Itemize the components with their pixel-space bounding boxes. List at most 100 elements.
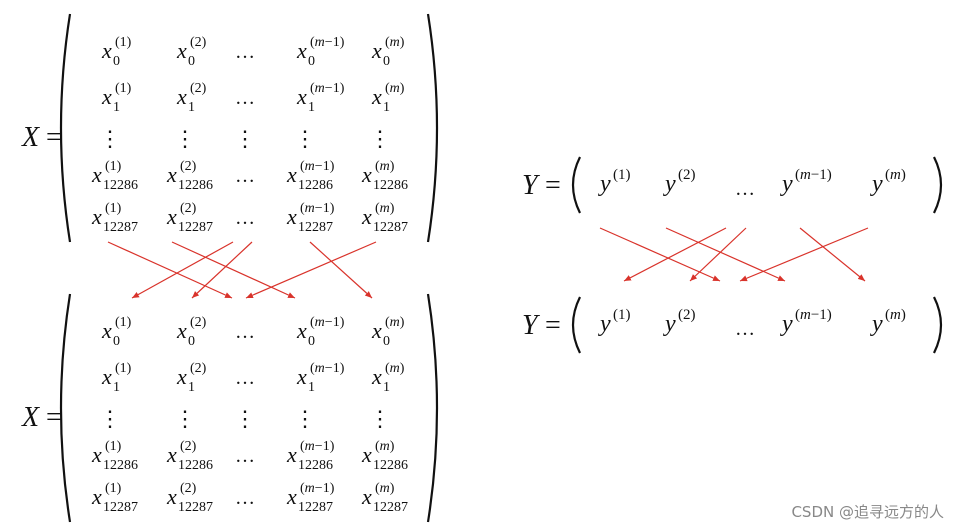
matrix-entry: x(1) 12287	[91, 201, 138, 235]
entry-superscript: (2)	[678, 307, 696, 323]
matrix-entry: x(1) 0	[101, 35, 132, 69]
entry-subscript: 12286	[103, 458, 138, 473]
matrix-entry: x(m−1)1	[296, 361, 345, 395]
vdots-cell: ⋮	[369, 126, 391, 151]
entry-superscript: (2)	[180, 159, 197, 174]
entry-superscript: (1)	[105, 201, 122, 216]
entry-superscript: (m)	[385, 81, 405, 96]
entry-base: x	[361, 162, 372, 187]
entry-subscript: 0	[383, 334, 390, 349]
entry-base: y	[870, 171, 883, 197]
entry-subscript: 12286	[373, 178, 408, 193]
vdots-cell: ⋮	[99, 406, 121, 431]
entry-base: x	[176, 364, 187, 389]
matrix-entry: x(1)12286	[91, 159, 138, 193]
matrix-entry: x(m)12287	[361, 201, 408, 235]
matrix-entry: x(1) 12287	[91, 481, 138, 515]
entry-base: y	[780, 311, 793, 337]
entry-base: x	[361, 484, 372, 509]
matrix-entry: x(1)0	[101, 315, 132, 349]
entry-superscript: (2)	[190, 315, 207, 330]
entry-base: x	[286, 484, 297, 509]
entry-subscript: 12286	[298, 458, 333, 473]
hdots-cell: …	[235, 445, 255, 467]
left-paren	[571, 156, 581, 214]
entry-base: x	[166, 204, 177, 229]
entry-base: x	[371, 364, 382, 389]
entry-base: x	[101, 38, 112, 63]
entry-base: x	[286, 442, 297, 467]
entry-base: y	[780, 171, 793, 197]
entry-subscript: 0	[113, 54, 120, 69]
equals-sign: =	[46, 122, 62, 153]
entry-superscript: (m−1)	[300, 481, 335, 496]
matrix-entry: x(m)0	[371, 35, 405, 69]
vector-entry: y(m)	[870, 307, 906, 337]
entry-superscript: (1)	[613, 307, 631, 323]
entry-base: x	[296, 84, 307, 109]
entry-superscript: (1)	[115, 315, 132, 330]
matrix-entry: x(1)12286	[91, 439, 138, 473]
entry-superscript: (m)	[385, 315, 405, 330]
vdots-cell: ⋮	[234, 126, 256, 151]
entry-subscript: 1	[188, 100, 195, 115]
shuffle-arrow	[171, 241, 296, 299]
entry-subscript: 0	[188, 334, 195, 349]
equals-sign: =	[545, 310, 561, 341]
matrix-entry: x(1)1	[101, 361, 132, 395]
entry-subscript: 12286	[103, 178, 138, 193]
entry-subscript: 12287	[103, 500, 138, 515]
shuffle-arrow	[799, 227, 866, 282]
entry-subscript: 12287	[373, 500, 408, 515]
entry-subscript: 1	[188, 380, 195, 395]
vector-entry: y(1)	[598, 167, 631, 197]
entry-superscript: (2)	[190, 81, 207, 96]
entry-superscript: (1)	[105, 481, 122, 496]
entry-base: y	[663, 171, 676, 197]
matrix-entry: x(m−1)12287	[286, 481, 335, 515]
entry-base: x	[176, 38, 187, 63]
vector-entry: y(2)	[663, 167, 696, 197]
entry-base: x	[286, 204, 297, 229]
hdots-cell: …	[235, 41, 255, 63]
entry-base: x	[91, 484, 102, 509]
entry-base: x	[101, 318, 112, 343]
right-paren	[933, 296, 943, 354]
vector-entry: y(2)	[663, 307, 696, 337]
entry-superscript: (2)	[190, 35, 207, 50]
entry-subscript: 12286	[298, 178, 333, 193]
right-paren	[426, 13, 439, 243]
entry-superscript: (1)	[613, 167, 631, 183]
entry-base: y	[663, 311, 676, 337]
entry-superscript: (m)	[375, 439, 395, 454]
entry-subscript: 1	[113, 100, 120, 115]
entry-base: x	[286, 162, 297, 187]
entry-base: x	[371, 38, 382, 63]
left-paren	[59, 13, 72, 243]
hdots-cell: …	[235, 367, 255, 389]
matrix-entry: x(m−1)0	[296, 35, 345, 69]
entry-base: x	[296, 318, 307, 343]
matrix-entry: x(2)12286	[166, 159, 213, 193]
entry-superscript: (1)	[115, 35, 132, 50]
entry-base: x	[91, 162, 102, 187]
entry-base: y	[870, 311, 883, 337]
matrix-entry: x(m)12286	[361, 159, 408, 193]
matrix-entry: x(1)1	[101, 81, 132, 115]
entry-superscript: (1)	[115, 81, 132, 96]
matrix-entry: x(2)0	[176, 315, 207, 349]
matrix-entry: x(2)12286	[166, 439, 213, 473]
equals-sign: =	[545, 170, 561, 201]
entry-superscript: (m)	[375, 481, 395, 496]
vector-entry: y(m)	[870, 167, 906, 197]
right-paren	[426, 293, 439, 523]
matrix-entry: x(m−1)1	[296, 81, 345, 115]
entry-subscript: 0	[188, 54, 195, 69]
entry-subscript: 12287	[103, 220, 138, 235]
vdots-cell: ⋮	[174, 126, 196, 151]
entry-base: x	[371, 84, 382, 109]
entry-superscript: (m)	[885, 167, 906, 183]
matrix-entry: x(m−1)12286	[286, 159, 335, 193]
entry-superscript: (m−1)	[300, 201, 335, 216]
entry-base: x	[91, 204, 102, 229]
